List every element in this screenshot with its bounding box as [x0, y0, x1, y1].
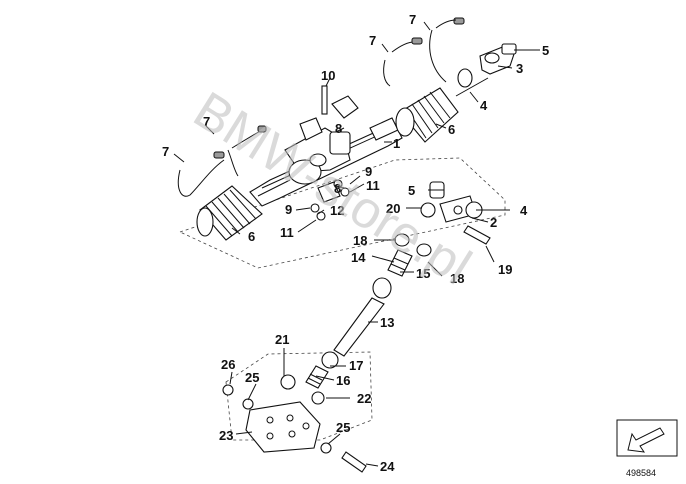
upper-group-outline [178, 157, 506, 269]
callout-23: 23 [219, 428, 233, 443]
callout-11: 11 [280, 225, 294, 240]
callout-9: 9 [285, 202, 292, 217]
lower-bracket [222, 384, 367, 473]
callout-25: 25 [336, 420, 350, 435]
bellows-left [196, 179, 291, 241]
callout-7: 7 [162, 144, 169, 159]
reference-badge: 498584 [616, 419, 678, 478]
callout-25: 25 [245, 370, 259, 385]
callout-1: 1 [393, 136, 400, 151]
callout-labels: 1 2 3 4 4 5 5 6 6 7 7 7 7 8 8 9 9 10 11 … [162, 12, 549, 474]
callout-4: 4 [480, 98, 488, 113]
callout-5: 5 [542, 43, 549, 58]
steering-rack [249, 117, 403, 207]
callout-24: 24 [380, 459, 395, 474]
callout-6: 6 [448, 122, 455, 137]
steering-shaft [280, 233, 432, 405]
lower-group-outline [225, 351, 373, 441]
callout-19: 19 [498, 262, 512, 277]
mounting-clamps [299, 85, 359, 203]
bellows-right [395, 87, 459, 143]
callout-18: 18 [353, 233, 367, 248]
callout-10: 10 [321, 68, 335, 83]
callout-9: 9 [365, 164, 372, 179]
callout-5: 5 [408, 183, 415, 198]
callout-15: 15 [416, 266, 430, 281]
leader-lines [173, 21, 540, 467]
callout-21: 21 [275, 332, 289, 347]
callout-26: 26 [221, 357, 235, 372]
callout-18: 18 [450, 271, 464, 286]
callout-16: 16 [336, 373, 350, 388]
callout-11: 11 [366, 178, 380, 193]
callout-7: 7 [409, 12, 416, 27]
callout-3: 3 [516, 61, 523, 76]
callout-20: 20 [386, 201, 400, 216]
sensor-wires [177, 17, 465, 197]
callout-7: 7 [369, 33, 376, 48]
small-fasteners [310, 179, 350, 221]
arrow-icon [627, 427, 665, 453]
callout-12: 12 [330, 203, 344, 218]
rack-mount-parts [420, 181, 491, 245]
callout-8: 8 [334, 181, 341, 196]
callout-4: 4 [520, 203, 528, 218]
reference-number: 498584 [626, 468, 656, 478]
tie-rod-end-right [455, 43, 517, 97]
callout-13: 13 [380, 315, 394, 330]
callout-22: 22 [357, 391, 371, 406]
callout-2: 2 [490, 215, 497, 230]
callout-6: 6 [248, 229, 255, 244]
callout-7: 7 [203, 114, 210, 129]
callout-8: 8 [335, 121, 342, 136]
callout-17: 17 [349, 358, 363, 373]
callout-14: 14 [351, 250, 366, 265]
